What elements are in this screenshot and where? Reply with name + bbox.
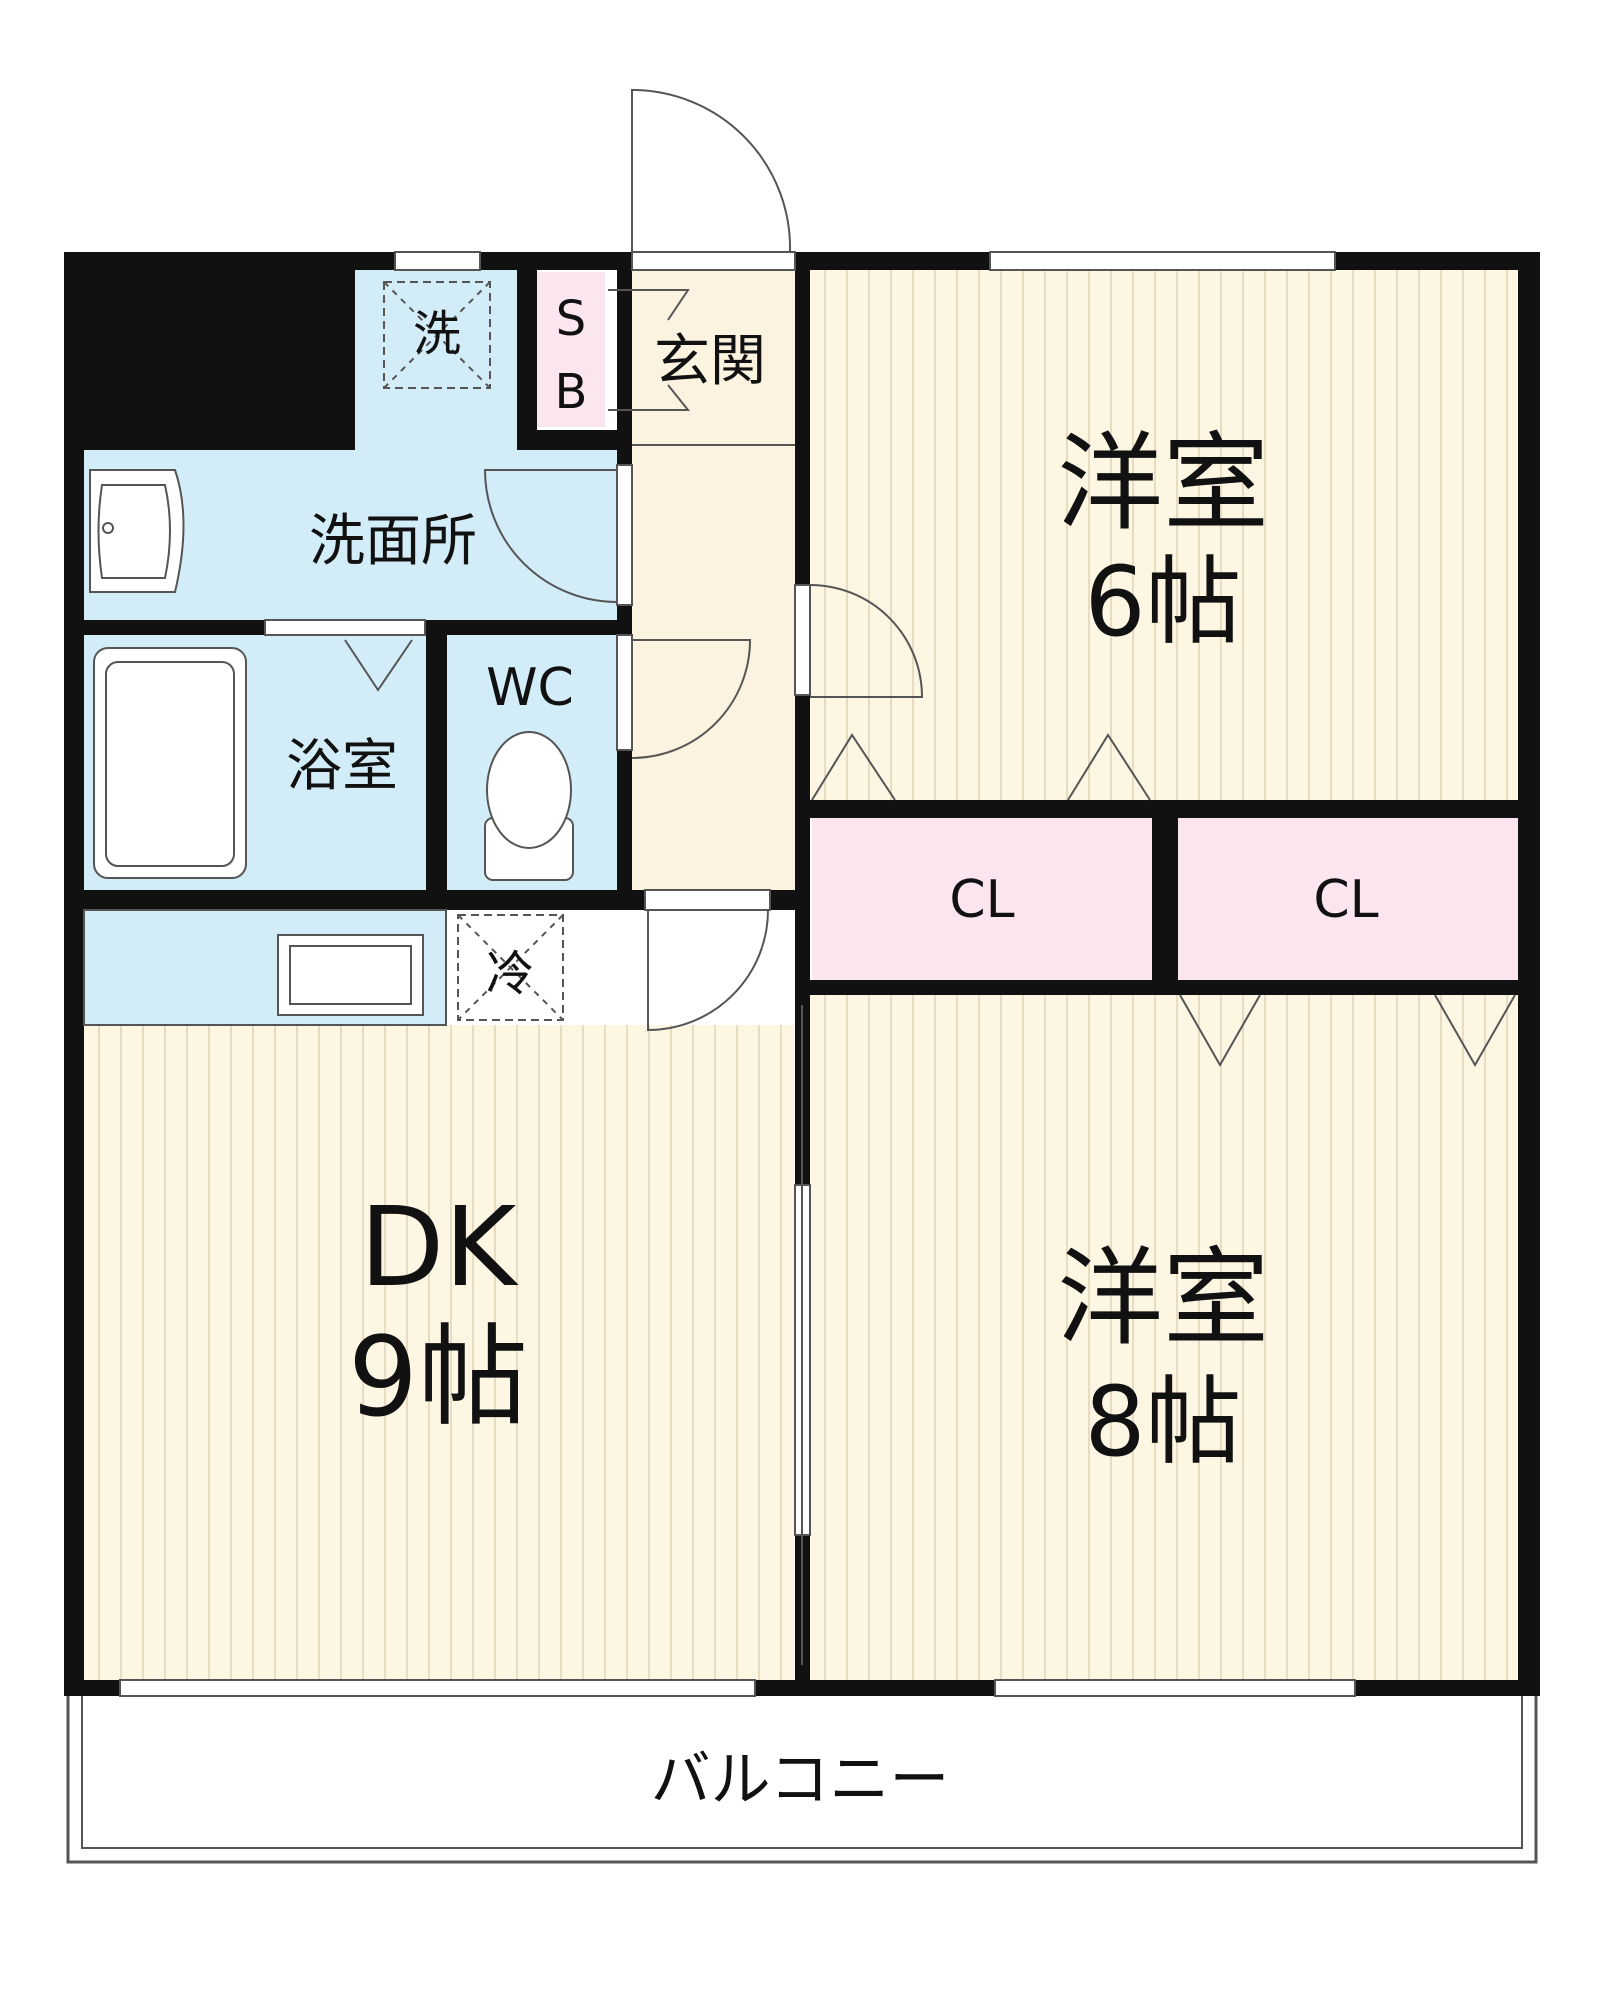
washroom-door-opening: [616, 464, 633, 606]
label-closet-1: CL: [949, 870, 1014, 930]
dk-door-opening: [644, 889, 771, 911]
label-entrance: 玄関: [654, 329, 766, 394]
fridge-space: [457, 914, 564, 1021]
label-dining-kitchen: DK: [360, 1183, 520, 1311]
wall-right: [1518, 252, 1540, 1692]
floor-closet-1: [812, 818, 1152, 980]
wall-sb-left: [517, 252, 537, 450]
entrance-opening: [631, 251, 796, 271]
window-dk: [119, 1679, 756, 1697]
bath-door-opening: [264, 619, 426, 636]
toilet-bowl-icon: [486, 731, 572, 849]
label-fridge: 冷: [486, 946, 534, 1002]
wc-door-opening: [616, 634, 633, 751]
door-swings: [344, 88, 1516, 1665]
room1-door-opening: [794, 584, 811, 696]
label-western-room-1-size: 6帖: [1084, 546, 1241, 658]
floor-entrance: [632, 270, 795, 895]
kitchen-counter-top: [83, 909, 447, 1026]
closet2-folding-doors: [1179, 994, 1516, 1068]
wall-pillar-corner: [64, 252, 355, 450]
label-shoe-box-s: S: [556, 291, 586, 347]
floor-dining-kitchen: [84, 1025, 794, 1680]
dk-door-swing: [647, 909, 769, 1032]
label-shoe-box-b: B: [555, 364, 588, 420]
label-dining-kitchen-size: 9帖: [348, 1313, 528, 1441]
wall-sb-bottom: [517, 430, 617, 450]
label-western-room-2: 洋室: [1057, 1237, 1269, 1360]
floor-western-room-2: [810, 995, 1518, 1680]
room1-door-swing: [809, 584, 924, 698]
floor-shoe-box: [537, 272, 605, 427]
front-door-swing: [631, 88, 792, 253]
washing-machine-pan: [383, 281, 491, 389]
window-room-2: [994, 1679, 1356, 1697]
wall-dk-top: [64, 890, 810, 910]
label-western-room-2-size: 8帖: [1084, 1366, 1241, 1478]
washbasin-icon: [89, 469, 185, 593]
wall-left: [64, 252, 84, 1692]
label-wc: WC: [486, 658, 574, 718]
washroom-door-swing: [483, 469, 618, 603]
floor-western-room-1: [810, 270, 1518, 800]
bath-folding-door: [344, 639, 413, 692]
balcony: [66, 1696, 1538, 1864]
kitchen-sink-icon: [277, 934, 424, 1016]
label-western-room-1: 洋室: [1057, 422, 1269, 545]
label-washroom: 洗面所: [309, 509, 477, 574]
window-wash: [394, 251, 481, 271]
label-balcony: バルコニー: [651, 1745, 950, 1815]
bathtub-icon: [93, 647, 247, 879]
closet1-folding-doors: [811, 733, 1151, 801]
wall-closet-divider: [1152, 800, 1178, 995]
floor-closet-2: [1178, 818, 1518, 980]
label-bathroom: 浴室: [286, 734, 398, 799]
label-wash-machine: 洗: [413, 306, 461, 362]
fixtures: [83, 281, 574, 1026]
window-room-1: [989, 251, 1336, 271]
wc-door-swing: [631, 639, 752, 759]
wall-bath-wc: [426, 620, 447, 895]
sb-door: [608, 289, 691, 411]
label-closet-2: CL: [1313, 870, 1378, 930]
